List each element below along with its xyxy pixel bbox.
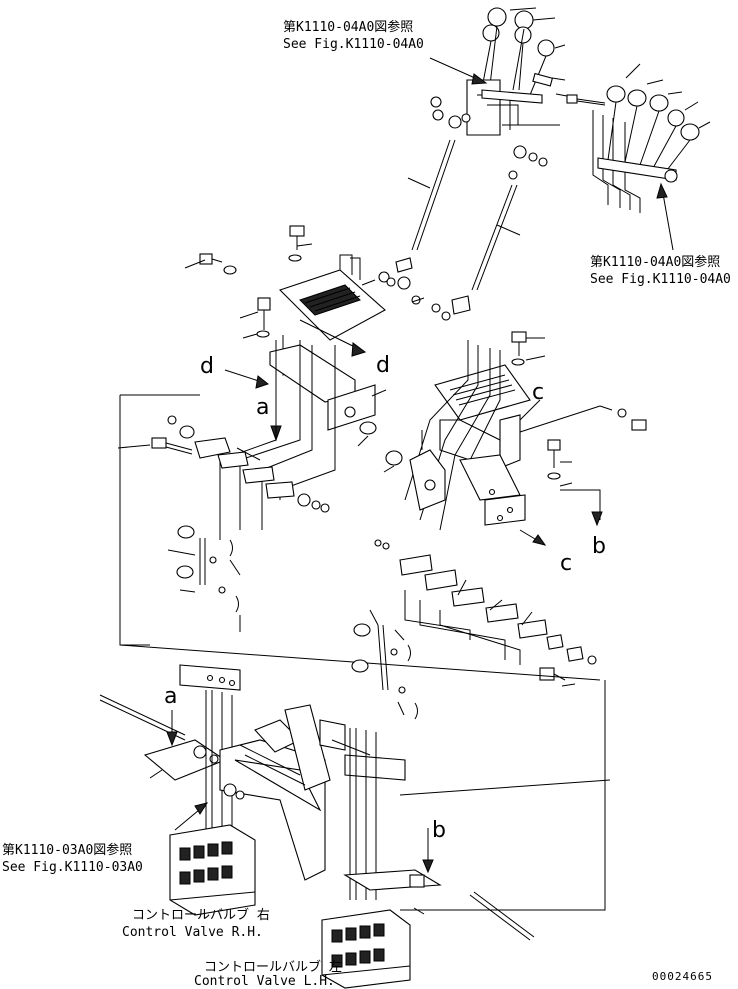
ref-top-jp: 第K1110-04A0図参照	[283, 20, 414, 35]
view-letter-a2: a	[164, 684, 178, 709]
ref-left-jp: 第K1110-03A0図参照	[2, 843, 133, 858]
view-letter-b2: b	[432, 818, 446, 843]
view-letter-d2: d	[376, 353, 390, 378]
view-letter-c1: c	[532, 380, 545, 405]
right-lever-group	[555, 63, 711, 213]
right-console-bracket	[119, 331, 647, 911]
valve-lh-en: Control Valve L.H.	[194, 974, 335, 989]
view-letter-b1: b	[592, 534, 606, 559]
valve-rh-jp: コントロールバルブ 右	[132, 908, 270, 923]
view-letter-c2: c	[560, 551, 573, 576]
ref-arrow-right	[661, 187, 674, 251]
upper-lever-group	[407, 7, 566, 291]
lower-frame-and-valves	[99, 664, 611, 989]
ref-right-en: See Fig.K1110-04A0	[590, 272, 731, 287]
drawing-number: 00024665	[652, 970, 713, 983]
valve-rh-en: Control Valve R.H.	[122, 925, 263, 940]
left-console-bracket	[117, 225, 471, 646]
view-letter-d1: d	[200, 354, 214, 379]
valve-lh-jp: コントロールバルブ 左	[204, 960, 342, 975]
view-letter-a1: a	[256, 395, 270, 420]
ref-top-en: See Fig.K1110-04A0	[283, 37, 424, 52]
ref-left-en: See Fig.K1110-03A0	[2, 860, 143, 875]
ref-right-jp: 第K1110-04A0図参照	[590, 255, 721, 270]
